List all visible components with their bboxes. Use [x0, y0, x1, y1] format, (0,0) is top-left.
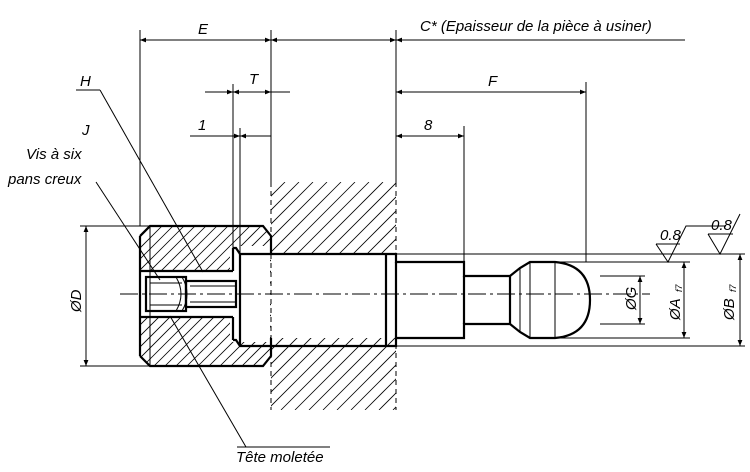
hatch-line	[271, 182, 342, 253]
dim-label-oa: ØA	[667, 298, 684, 321]
label-vis: Vis à six	[26, 146, 82, 163]
hatch-line	[364, 378, 396, 410]
surface-finish-value-b: 0.8	[711, 217, 733, 234]
dim-label-od: ØD	[68, 289, 85, 313]
hatch-line	[230, 226, 271, 366]
dim-label-ob: ØB	[721, 298, 738, 321]
hatch-line	[407, 182, 635, 410]
surface-finish-symbol-b	[707, 213, 741, 256]
hatch-line	[491, 182, 719, 410]
hatch-line	[407, 226, 547, 366]
hatch-line	[463, 182, 691, 410]
hatch-line	[140, 226, 196, 366]
label-pans: pans creux	[7, 171, 82, 188]
workpiece-plate	[270, 182, 733, 410]
hatch-line	[505, 182, 733, 410]
dimension-lines	[83, 37, 743, 366]
dim-label-c: C* (Epaisseur de la pièce à usiner)	[420, 18, 652, 35]
hatch-line	[392, 406, 396, 410]
hatch-line	[271, 182, 384, 295]
dim-label-f: F	[488, 73, 498, 90]
hatch-line	[271, 182, 328, 239]
extension-lines	[80, 30, 745, 367]
surface-finish-value-a: 0.8	[660, 227, 682, 244]
label-j: J	[81, 122, 90, 139]
hatch-line	[271, 182, 356, 267]
hatch-line	[140, 226, 207, 366]
dim-label-oa-tol: f7	[674, 283, 684, 292]
dim-label-1: 1	[198, 117, 206, 134]
label-tete: Tête moletée	[236, 449, 324, 466]
dim-label-8: 8	[424, 117, 433, 134]
label-h: H	[80, 73, 91, 90]
hatch-line	[378, 392, 396, 410]
hatch-line	[385, 226, 525, 366]
hatch-line	[208, 226, 271, 366]
leader-lines	[76, 89, 330, 448]
hatch-line	[294, 308, 396, 410]
locating-bolt	[233, 246, 592, 348]
hatch-line	[219, 226, 271, 366]
dim-label-t: T	[249, 71, 260, 88]
hatch-line	[477, 182, 705, 410]
hatch-line	[449, 182, 677, 410]
hatch-line	[271, 182, 370, 281]
hatch-line	[350, 364, 396, 410]
dim-label-e: E	[198, 21, 209, 38]
hatch-line	[241, 226, 271, 366]
hatch-line	[336, 350, 396, 410]
dim-label-og: ØG	[623, 286, 640, 311]
hatch-line	[308, 322, 396, 410]
surface-finish-symbol-a	[655, 225, 726, 263]
hatch-line	[140, 226, 185, 366]
hatch-line	[421, 182, 649, 410]
hatch-line	[322, 336, 396, 410]
hatch-line	[271, 182, 314, 225]
hatch-line	[396, 226, 536, 366]
dim-label-ob-tol: f7	[728, 283, 738, 292]
